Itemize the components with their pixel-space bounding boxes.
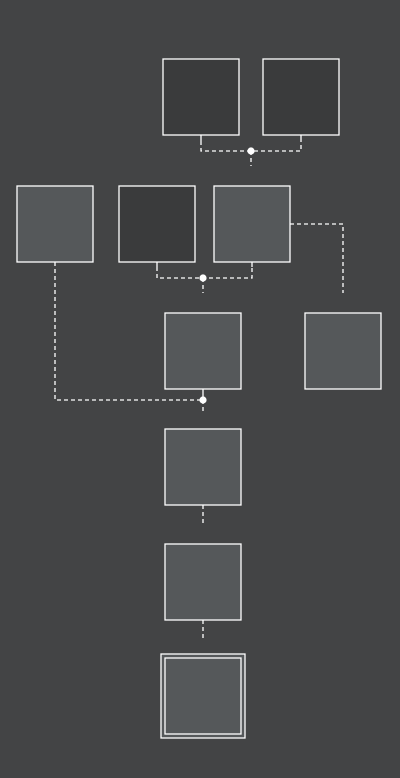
node-j	[164, 657, 242, 735]
node-e	[213, 185, 291, 263]
join-c-line	[54, 262, 203, 401]
node-b	[262, 58, 340, 136]
node-i	[164, 543, 242, 621]
node-c	[16, 185, 94, 263]
node-g	[164, 312, 242, 390]
node-h	[164, 428, 242, 506]
join-ab-dot	[247, 147, 255, 155]
join-de-dot	[199, 274, 207, 282]
node-d	[118, 185, 196, 263]
join-cg-dot	[199, 396, 207, 404]
node-a	[162, 58, 240, 136]
node-f	[304, 312, 382, 390]
link-e-f	[290, 223, 344, 293]
